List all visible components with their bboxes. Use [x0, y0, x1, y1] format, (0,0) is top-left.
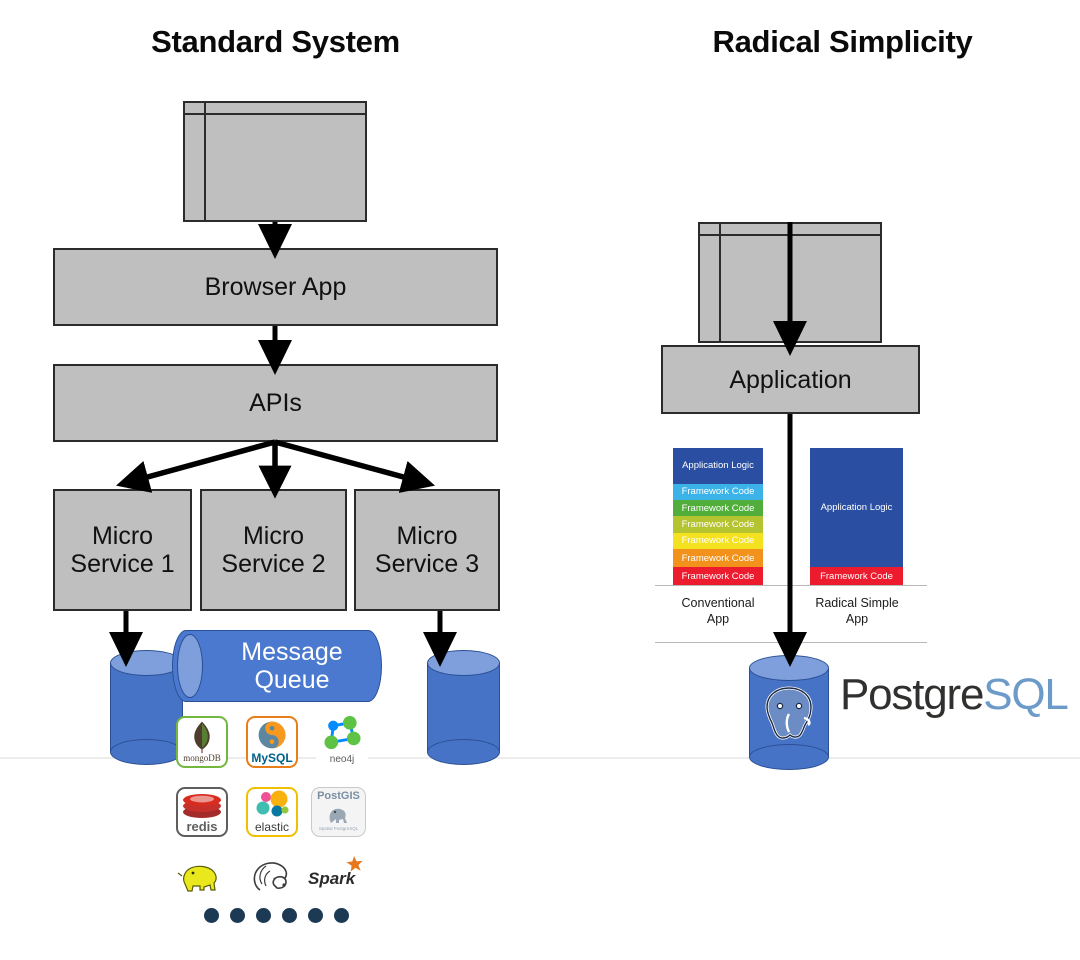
window-sidebar	[700, 224, 721, 341]
database-cylinder-postgresql	[749, 655, 829, 770]
message-queue-label: Message Queue	[211, 631, 373, 701]
node-apis[interactable]: APIs	[53, 364, 498, 442]
ellipsis-dot	[282, 908, 297, 923]
chart-baseline	[655, 585, 927, 586]
window-sidebar	[185, 103, 206, 220]
node-application-label: Application	[729, 365, 852, 394]
bar-conventional-app: Application Logic Framework Code Framewo…	[673, 448, 763, 585]
node-micro-service-1[interactable]: Micro Service 1	[53, 489, 192, 611]
node-micro-service-3[interactable]: Micro Service 3	[354, 489, 500, 611]
micro-service-2-line1: Micro	[242, 522, 305, 550]
redis-icon	[183, 794, 221, 818]
database-cylinder-left	[110, 650, 183, 765]
segment-framework-code: Framework Code	[673, 532, 763, 550]
ellipsis-dot	[204, 908, 219, 923]
ellipsis-dot	[230, 908, 245, 923]
cylinder-top	[427, 650, 500, 676]
logo-flink[interactable]	[245, 851, 301, 896]
cylinder-top	[749, 655, 829, 681]
logo-redis-caption: redis	[186, 819, 218, 834]
window-titlebar	[185, 103, 365, 115]
svg-text:Spark: Spark	[308, 869, 357, 888]
micro-service-3-line2: Service 3	[374, 550, 480, 578]
logo-elastic[interactable]: elastic	[246, 787, 298, 837]
logo-postgis-caption: PostGIS	[317, 790, 360, 802]
node-browser-app[interactable]: Browser App	[53, 248, 498, 326]
ellipsis-dot	[256, 908, 271, 923]
logo-spark[interactable]: Spark	[305, 851, 369, 896]
postgresql-elephant-icon	[765, 686, 813, 740]
micro-service-2-line2: Service 2	[221, 550, 326, 578]
chart-bottom-rule	[655, 642, 927, 643]
flink-squirrel-icon	[253, 862, 288, 891]
micro-service-3-line1: Micro	[396, 522, 458, 550]
stacked-bar-chart: Application Logic Framework Code Framewo…	[655, 438, 927, 643]
segment-framework-code: Framework Code	[673, 483, 763, 500]
logo-mongodb[interactable]: mongoDB	[176, 716, 228, 768]
arrow-apis-to-micro-service-3	[274, 439, 435, 493]
segment-framework-code: Framework Code	[673, 516, 763, 533]
bar-label-radical-line2: App	[845, 611, 869, 626]
bar-label-conventional-line2: App	[706, 611, 730, 626]
logo-mongodb-caption: mongoDB	[183, 753, 221, 763]
bar-label-conventional-line1: Conventional	[681, 596, 755, 610]
elastic-icon	[256, 790, 289, 817]
segment-framework-code: Framework Code	[673, 500, 763, 517]
segment-framework-code: Framework Code	[673, 549, 763, 567]
message-queue-line2: Queue	[254, 666, 330, 694]
postgresql-wordmark-part1: Postgre	[840, 670, 984, 719]
browser-window-icon-standard	[183, 101, 367, 222]
logo-mysql-caption: MySQL	[251, 751, 293, 765]
ellipsis-dot	[308, 908, 323, 923]
micro-service-1-line2: Service 1	[70, 550, 175, 578]
arrow-apis-to-micro-service-1	[116, 439, 276, 493]
node-micro-service-2[interactable]: Micro Service 2	[200, 489, 347, 611]
cylinder-body	[427, 663, 500, 752]
logo-neo4j[interactable]: neo4j	[316, 716, 368, 768]
hairline-rule-right	[730, 757, 1080, 759]
logo-postgis-subcaption: Spatial PostgreSQL	[318, 826, 359, 831]
logo-redis[interactable]: redis	[176, 787, 228, 837]
ellipsis-dot	[334, 908, 349, 923]
node-application[interactable]: Application	[661, 345, 920, 414]
segment-application-logic: Application Logic	[810, 448, 903, 567]
logo-elastic-caption: elastic	[254, 820, 289, 834]
database-cylinder-right	[427, 650, 500, 765]
cylinder-bottom	[110, 739, 183, 765]
segment-application-logic: Application Logic	[673, 448, 763, 484]
browser-window-icon-radical	[698, 222, 882, 343]
panel-title-standard-system: Standard System	[151, 24, 400, 59]
logo-postgis[interactable]: PostGIS Spatial PostgreSQL	[311, 787, 366, 837]
segment-framework-code: Framework Code	[673, 567, 763, 585]
logo-hadoop[interactable]	[172, 851, 230, 896]
node-message-queue[interactable]: Message Queue	[172, 630, 382, 702]
cylinder-bottom	[427, 739, 500, 765]
segment-framework-code: Framework Code	[810, 567, 903, 585]
panel-title-radical-simplicity: Radical Simplicity	[712, 24, 973, 59]
postgresql-wordmark: PostgreSQL	[840, 670, 1069, 720]
bar-label-radical-line1: Radical Simple	[815, 596, 899, 610]
hairline-rule-left	[0, 757, 1080, 759]
postgis-elephant-icon	[329, 808, 347, 823]
node-browser-app-label: Browser App	[204, 273, 347, 301]
bar-radical-simple-app: Application Logic Framework Code	[810, 448, 903, 585]
mongodb-icon	[194, 721, 210, 754]
hadoop-icon	[177, 865, 217, 892]
queue-cap	[177, 634, 203, 698]
node-apis-label: APIs	[249, 389, 302, 417]
postgresql-wordmark-part2: SQL	[983, 670, 1069, 719]
logo-mysql[interactable]: MySQL	[246, 716, 298, 768]
cylinder-bottom	[749, 744, 829, 770]
bar-label-radical-simple-app: Radical Simple App	[798, 596, 916, 627]
mysql-icon	[258, 721, 286, 749]
neo4j-icon	[324, 716, 361, 750]
message-queue-line1: Message	[241, 638, 343, 666]
cylinder-body	[110, 663, 183, 752]
bar-label-conventional-app: Conventional App	[661, 596, 775, 627]
logo-neo4j-caption: neo4j	[329, 754, 355, 765]
window-titlebar	[700, 224, 880, 236]
spark-icon: Spark	[308, 855, 363, 888]
micro-service-1-line1: Micro	[91, 522, 154, 550]
